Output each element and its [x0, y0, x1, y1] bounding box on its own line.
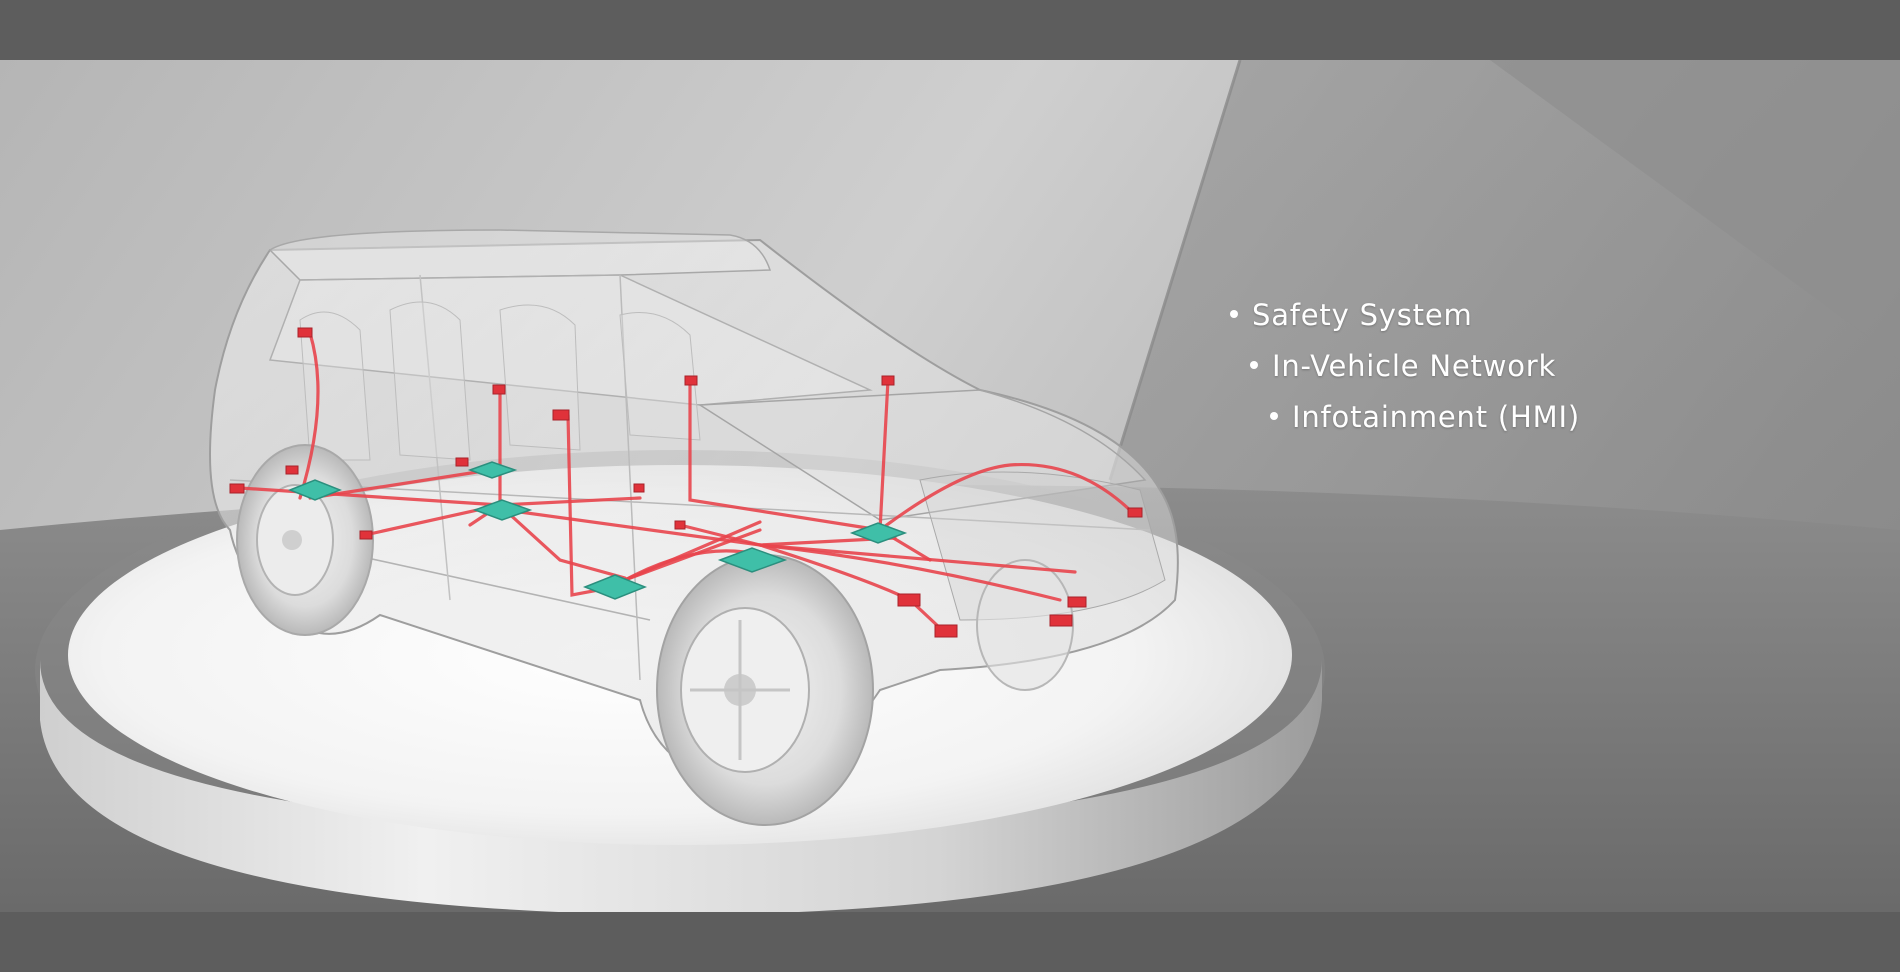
- bullet-icon: [1230, 310, 1238, 318]
- bullet-icon: [1250, 361, 1258, 369]
- feature-label: In-Vehicle Network: [1272, 349, 1557, 383]
- vehicle-network-illustration: [0, 60, 1900, 912]
- front-wheel: [656, 554, 874, 826]
- front-right-wheel: [976, 559, 1074, 691]
- car-body: [209, 229, 1179, 782]
- wiring-harness: [238, 331, 1137, 630]
- connectors: [229, 327, 1143, 638]
- rear-wheel: [236, 444, 374, 636]
- feature-label: Infotainment (HMI): [1292, 400, 1580, 434]
- bullet-icon: [1270, 412, 1278, 420]
- wall-edge: [1108, 60, 1242, 481]
- bottom-band: [0, 912, 1900, 972]
- platform-side: [40, 660, 1322, 912]
- background-panel-corner: [1490, 60, 1900, 360]
- feature-item-in-vehicle-network: In-Vehicle Network: [1230, 341, 1580, 392]
- top-band: [0, 0, 1900, 60]
- feature-item-infotainment: Infotainment (HMI): [1230, 392, 1580, 443]
- ecu-modules: [287, 461, 908, 600]
- feature-label: Safety System: [1252, 298, 1473, 332]
- feature-item-safety-system: Safety System: [1230, 290, 1580, 341]
- feature-list: Safety System In-Vehicle Network Infotai…: [1230, 290, 1580, 443]
